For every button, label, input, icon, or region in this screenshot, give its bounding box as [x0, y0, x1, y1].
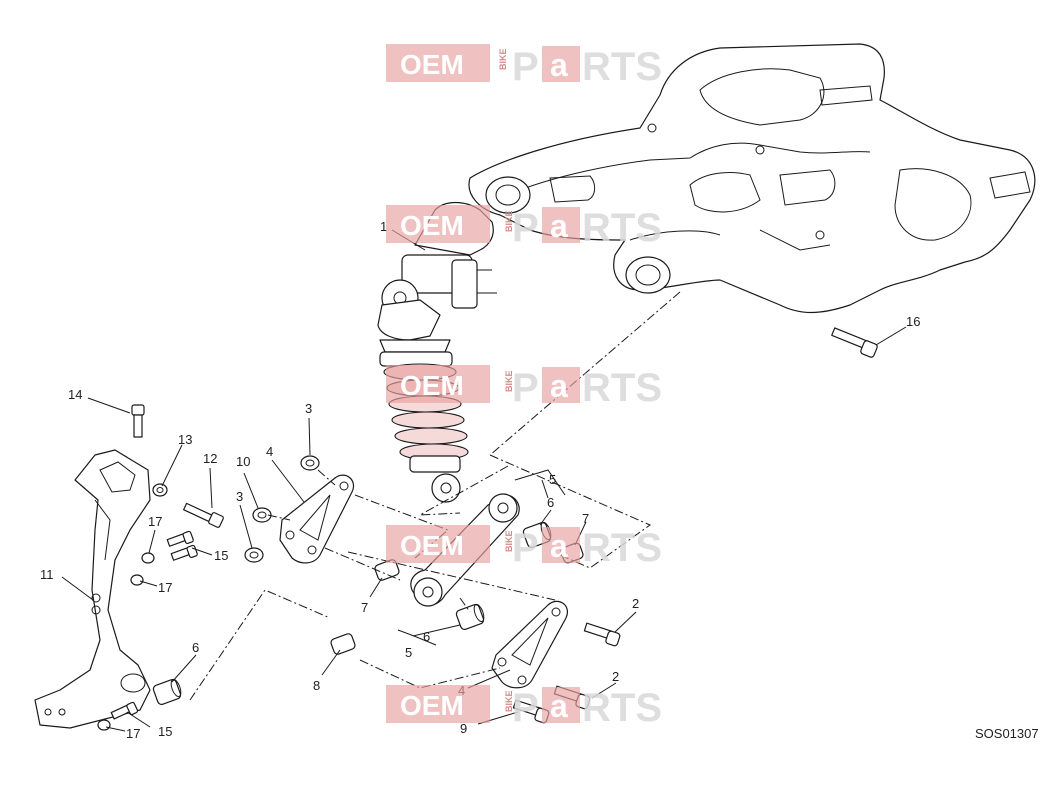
- svg-text:OEM: OEM: [400, 690, 464, 721]
- washer-3-lower: [244, 547, 264, 563]
- group-bracket-5-upper: [514, 469, 566, 496]
- bearing-lower: [455, 603, 485, 630]
- callout-6-upper: 6: [547, 495, 554, 510]
- callout-1: 1: [380, 219, 387, 234]
- bolt-12: [183, 502, 224, 528]
- linkage-plate-upper: [279, 474, 355, 564]
- callout-15-lower: 15: [158, 724, 172, 739]
- svg-text:P: P: [512, 206, 539, 250]
- shock-absorber: [377, 201, 497, 503]
- svg-text:OEM: OEM: [400, 210, 464, 241]
- callout-7-upper: 7: [582, 511, 589, 526]
- callout-17-upper: 17: [148, 514, 162, 529]
- svg-text:OEM: OEM: [400, 49, 464, 80]
- callout-8: 8: [313, 678, 320, 693]
- svg-text:BIKE: BIKE: [504, 210, 514, 232]
- bolt-15-c: [110, 701, 139, 720]
- swingarm: [468, 43, 1036, 314]
- assembly-guide-lines: [189, 291, 681, 701]
- diagram-code: SOS01307: [975, 726, 1039, 741]
- washer-17-c: [97, 719, 111, 731]
- watermark-2: OEM BIKE P a RTS: [386, 205, 662, 250]
- svg-text:P: P: [512, 366, 539, 410]
- washer-17-b: [130, 574, 144, 586]
- callout-10: 10: [236, 454, 250, 469]
- callout-labels: 1 2 2 3 3 4 4 5 5 6 6 6 7 7 8 9 10 11 12…: [40, 219, 920, 741]
- callout-6-lower: 6: [423, 629, 430, 644]
- svg-text:BIKE: BIKE: [504, 690, 514, 712]
- callout-4-upper: 4: [266, 444, 273, 459]
- bolt-14: [131, 404, 145, 438]
- svg-text:RTS: RTS: [582, 366, 662, 410]
- svg-text:RTS: RTS: [582, 686, 662, 730]
- washer-3-upper: [300, 455, 320, 471]
- washer-17-a: [141, 552, 155, 564]
- svg-text:a: a: [550, 208, 568, 244]
- svg-text:a: a: [550, 47, 568, 83]
- callout-14: 14: [68, 387, 82, 402]
- svg-text:P: P: [512, 526, 539, 570]
- callout-6-bracket: 6: [192, 640, 199, 655]
- svg-text:a: a: [550, 528, 568, 564]
- watermark-3: OEM BIKE P a RTS: [386, 365, 662, 410]
- bolts: [110, 327, 878, 724]
- callout-17-lower: 17: [126, 726, 140, 741]
- svg-text:a: a: [550, 688, 568, 724]
- callout-5-upper: 5: [549, 472, 556, 487]
- callout-12: 12: [203, 451, 217, 466]
- svg-text:P: P: [512, 686, 539, 730]
- callout-11: 11: [40, 567, 54, 582]
- svg-text:OEM: OEM: [400, 370, 464, 401]
- bolt-2-upper: [583, 622, 621, 647]
- bolt-15-b: [170, 544, 198, 561]
- bolt-15-a: [166, 530, 194, 547]
- spacer-mid: [374, 559, 400, 581]
- callout-3-upper: 3: [305, 401, 312, 416]
- watermark-1-letters: P a RTS: [512, 45, 662, 89]
- washer-10: [252, 507, 272, 523]
- svg-text:a: a: [550, 368, 568, 404]
- svg-text:BIKE: BIKE: [504, 530, 514, 552]
- svg-text:RTS: RTS: [582, 45, 662, 89]
- callout-3-lower: 3: [236, 489, 243, 504]
- svg-text:RTS: RTS: [582, 206, 662, 250]
- callout-2-lower: 2: [612, 669, 619, 684]
- callout-16: 16: [906, 314, 920, 329]
- callout-5-lower: 5: [405, 645, 412, 660]
- callout-7-mid: 7: [361, 600, 368, 615]
- watermark-5: OEM BIKE P a RTS: [386, 685, 662, 730]
- spacer-lower: [330, 633, 356, 655]
- bearing-bracket: [152, 678, 182, 705]
- svg-text:BIKE: BIKE: [498, 48, 508, 70]
- callout-17-mid: 17: [158, 580, 172, 595]
- callout-15-upper: 15: [214, 548, 228, 563]
- rear-frame-bracket: [34, 449, 151, 729]
- watermark-1: OEM BIKE: [386, 44, 508, 82]
- callout-9: 9: [460, 721, 467, 736]
- watermark-4: OEM BIKE P a RTS: [386, 525, 662, 570]
- svg-text:P: P: [512, 45, 539, 89]
- washer-13: [152, 483, 168, 497]
- callout-13: 13: [178, 432, 192, 447]
- leader-lines: [61, 229, 907, 732]
- callout-2-upper: 2: [632, 596, 639, 611]
- svg-text:BIKE: BIKE: [504, 370, 514, 392]
- svg-text:RTS: RTS: [582, 526, 662, 570]
- svg-text:OEM: OEM: [400, 530, 464, 561]
- bolt-16: [831, 327, 878, 358]
- linkage-plate-lower: [491, 600, 568, 689]
